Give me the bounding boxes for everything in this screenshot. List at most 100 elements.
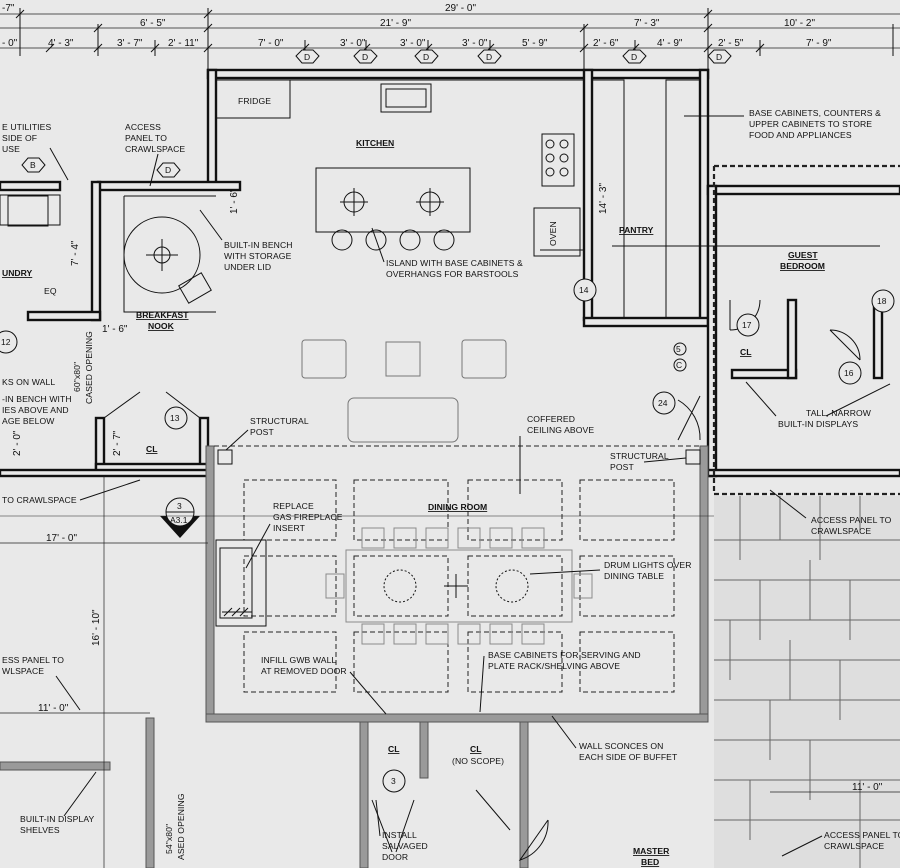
- dim-row3-e: 3' - 0": [400, 38, 426, 49]
- cased-a: 60"x80": [72, 362, 82, 392]
- patio-paving: [714, 496, 900, 868]
- note-left-2: -IN BENCH WITH: [2, 394, 72, 404]
- tag-c: C: [676, 360, 682, 370]
- dim-row3-i: 4' - 9": [657, 38, 683, 49]
- dim-nook-offset: 1' - 6": [102, 324, 128, 335]
- door-tag-b: B: [30, 160, 36, 170]
- drum-lights: [383, 569, 529, 603]
- dim-right-width: 11' - 0": [852, 782, 883, 793]
- note-displays-1: TALL, NARROW: [806, 408, 872, 418]
- room-cl-noscope: CL: [470, 744, 481, 754]
- dim-row3-f: 3' - 0": [462, 38, 488, 49]
- section-num-left: 3: [177, 501, 182, 511]
- door-number-tags: [0, 278, 895, 793]
- room-nook-2: NOOK: [148, 321, 175, 331]
- door-tag-6: D: [716, 52, 722, 62]
- door-tags-top: [21, 49, 732, 178]
- dim-left-width2: 11' - 0": [38, 703, 69, 714]
- cased-c: 54"x80": [164, 824, 174, 854]
- door-tag-2: D: [362, 52, 368, 62]
- note-drum-2: DINING TABLE: [604, 571, 664, 581]
- note-left-1: KS ON WALL: [2, 377, 55, 387]
- note-utilities-1: E UTILITIES: [2, 122, 51, 132]
- note-left-4: AGE BELOW: [2, 416, 55, 426]
- note-utilities-2: SIDE OF: [2, 133, 37, 143]
- tag-12: 12: [1, 337, 11, 347]
- dim-row3-j: 2' - 5": [718, 38, 744, 49]
- tag-18: 18: [877, 296, 887, 306]
- note-fireplace-2: GAS FIREPLACE: [273, 512, 343, 522]
- note-utilities-3: USE: [2, 144, 20, 154]
- dim-row2-b: 4' - 3": [48, 38, 74, 49]
- dim-laundry: 7' - 4": [70, 240, 81, 266]
- dining-table: [325, 527, 593, 645]
- walls: [0, 68, 900, 868]
- room-master-1: MASTER: [633, 846, 670, 856]
- note-left-3: IES ABOVE AND: [2, 405, 69, 415]
- dim-row2-f: 10' - 2": [784, 18, 815, 29]
- barstools: [331, 229, 455, 251]
- tag-17: 17: [742, 320, 752, 330]
- room-kitchen: KITCHEN: [356, 138, 394, 148]
- note-access-top-2: PANEL TO: [125, 133, 167, 143]
- note-access-br-1: ACCESS PANEL TO: [824, 830, 900, 840]
- laundry-eq: EQ: [44, 286, 57, 296]
- dim-top-left: -7": [2, 3, 15, 14]
- note-bench-1: BUILT-IN BENCH: [224, 240, 293, 250]
- dim-row2-e: 7' - 3": [634, 18, 660, 29]
- note-fireplace-1: REPLACE: [273, 501, 314, 511]
- note-access-top-1: ACCESS: [125, 122, 161, 132]
- dim-row3-k: 7' - 9": [806, 38, 832, 49]
- dim-row3-b: 2' - 11": [168, 38, 199, 49]
- tag-5: 5: [676, 344, 681, 354]
- note-door-2: SALVAGED: [382, 841, 428, 851]
- note-bench-2: WITH STORAGE: [224, 251, 292, 261]
- cooktop: [541, 133, 575, 187]
- leader-lines: [49, 115, 891, 857]
- note-sconces-1: WALL SCONCES ON: [579, 741, 663, 751]
- note-displays-2: BUILT-IN DISPLAYS: [778, 419, 858, 429]
- living-furniture: [301, 339, 507, 443]
- room-cl-low: CL: [388, 744, 399, 754]
- note-coffered-2: CEILING ABOVE: [527, 425, 594, 435]
- dim-bench: 1' - 6": [229, 188, 240, 214]
- cased-d: ASED OPENING: [176, 793, 186, 860]
- note-serving-2: PLATE RACK/SHELVING ABOVE: [488, 661, 620, 671]
- room-dining: DINING ROOM: [428, 502, 487, 512]
- no-scope-label: (NO SCOPE): [452, 756, 504, 766]
- room-nook-1: BREAKFAST: [136, 310, 189, 320]
- dim-row3-a: 3' - 7": [117, 38, 143, 49]
- coffered-grid: [243, 479, 675, 693]
- dim-row3-c: 7' - 0": [258, 38, 284, 49]
- note-shelves-1: BUILT-IN DISPLAY: [20, 814, 95, 824]
- note-cabinets-2: UPPER CABINETS TO STORE: [749, 119, 872, 129]
- dim-left-height: 16' - 10": [91, 609, 102, 646]
- note-door-1: INSTALL: [382, 830, 417, 840]
- dim-row2-c: 6' - 5": [140, 18, 166, 29]
- note-struct-left-2: POST: [250, 427, 274, 437]
- note-door-3: DOOR: [382, 852, 408, 862]
- note-access-low-1: ESS PANEL TO: [2, 655, 64, 665]
- room-cl-nook: CL: [146, 444, 157, 454]
- note-island-1: ISLAND WITH BASE CABINETS &: [386, 258, 523, 268]
- note-access-top-3: CRAWLSPACE: [125, 144, 185, 154]
- oven-outline: [533, 207, 581, 257]
- kitchen-island: [315, 167, 471, 233]
- door-tag-3: D: [423, 52, 429, 62]
- door-tag-4: D: [486, 52, 492, 62]
- dim-row3-g: 5' - 9": [522, 38, 548, 49]
- note-fireplace-3: INSERT: [273, 523, 306, 533]
- note-crawl-left: TO CRAWLSPACE: [2, 495, 77, 505]
- note-access-br-2: CRAWLSPACE: [824, 841, 884, 851]
- room-laundry: UNDRY: [2, 268, 33, 278]
- annotation-notes: E UTILITIES SIDE OF USE ACCESS PANEL TO …: [2, 108, 900, 862]
- room-pantry: PANTRY: [619, 225, 654, 235]
- dim-pantry-depth: 14' - 3": [598, 183, 609, 214]
- fridge-label: FRIDGE: [238, 96, 271, 106]
- kitchen-sink: [380, 83, 432, 113]
- note-struct-right-2: POST: [610, 462, 634, 472]
- note-serving-1: BASE CABINETS FOR SERVING AND: [488, 650, 641, 660]
- note-cabinets-1: BASE CABINETS, COUNTERS &: [749, 108, 881, 118]
- note-infill-2: AT REMOVED DOOR: [261, 666, 347, 676]
